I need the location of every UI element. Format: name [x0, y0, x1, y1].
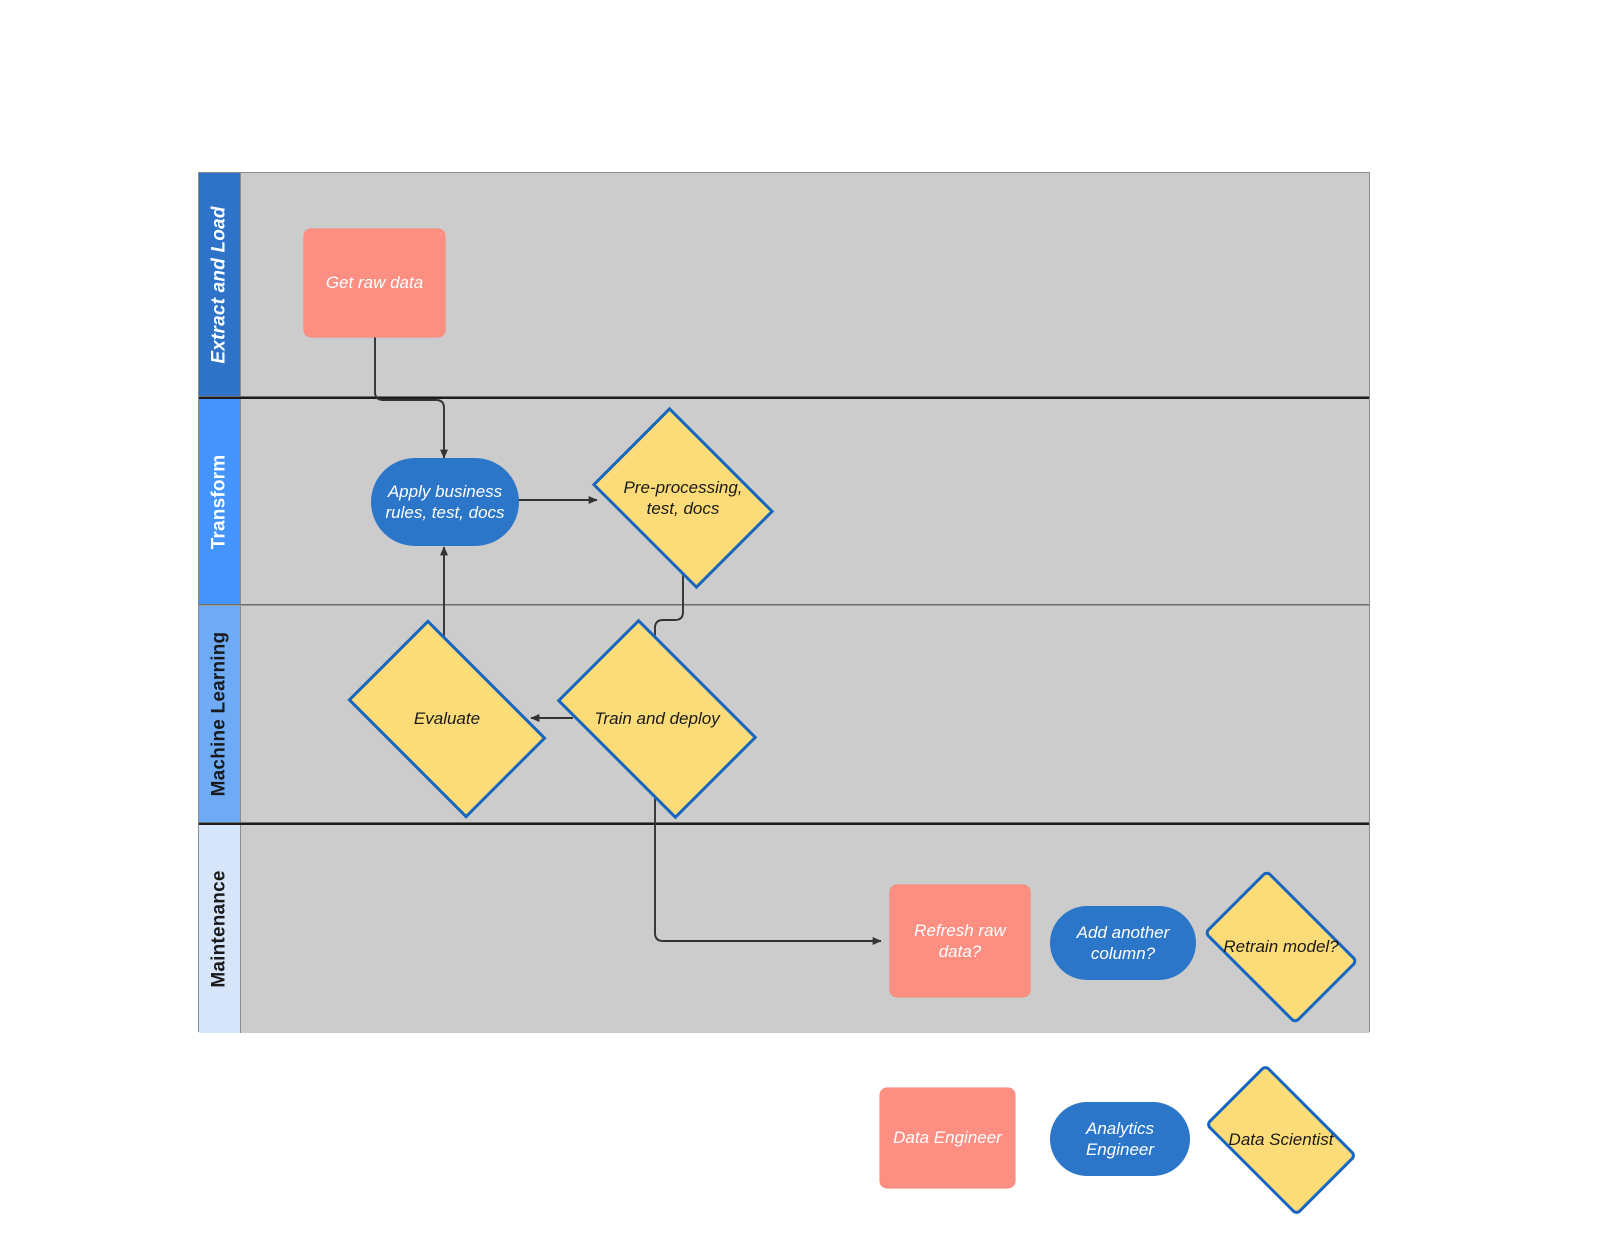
- legend-item-analytics-engineer[interactable]: Analytics Engineer: [1050, 1102, 1190, 1176]
- lane-header-extract-and-load: Extract and Load: [199, 173, 241, 396]
- lane-machine-learning: Machine Learning: [199, 605, 1369, 823]
- node-train-and-deploy[interactable]: Train and deploy: [556, 618, 758, 820]
- node-label-retrain-model: Retrain model?: [1223, 937, 1339, 957]
- node-apply-business-rules[interactable]: Apply business rules, test, docs: [371, 458, 519, 546]
- node-refresh-raw-data[interactable]: Refresh raw data?: [890, 885, 1030, 997]
- lane-header-maintenance: Maintenance: [199, 825, 241, 1033]
- lane-label-machine-learning: Machine Learning: [208, 631, 230, 797]
- legend-item-data-scientist[interactable]: Data Scientist: [1204, 1063, 1358, 1217]
- node-add-another-column[interactable]: Add another column?: [1050, 906, 1196, 980]
- node-label-train-and-deploy: Train and deploy: [594, 709, 720, 729]
- lane-label-extract-and-load: Extract and Load: [208, 205, 230, 364]
- lane-header-machine-learning: Machine Learning: [199, 606, 241, 822]
- node-evaluate[interactable]: Evaluate: [347, 619, 547, 819]
- legend-label-data-engineer: Data Engineer: [893, 1128, 1002, 1148]
- lane-label-maintenance: Maintenance: [208, 870, 230, 988]
- node-label-refresh-raw-data: Refresh raw data?: [914, 920, 1006, 961]
- node-label-get-raw-data: Get raw data: [325, 273, 424, 293]
- node-get-raw-data[interactable]: Get raw data: [304, 229, 445, 337]
- node-label-evaluate: Evaluate: [413, 709, 481, 729]
- node-label-add-another-column: Add another column?: [1076, 922, 1170, 963]
- node-pre-processing[interactable]: Pre-processing, test, docs: [591, 406, 775, 590]
- lane-body-maintenance: [241, 825, 1369, 1033]
- legend-item-data-engineer[interactable]: Data Engineer: [880, 1088, 1015, 1188]
- lane-label-transform: Transform: [208, 454, 230, 549]
- node-label-apply-business-rules: Apply business rules, test, docs: [385, 481, 505, 522]
- legend: Data Engineer Analytics Engineer Data Sc…: [880, 1063, 1360, 1217]
- node-label-pre-processing: Pre-processing, test, docs: [623, 477, 743, 518]
- lane-header-transform: Transform: [199, 399, 241, 604]
- legend-label-analytics-engineer: Analytics Engineer: [1085, 1118, 1155, 1159]
- legend-label-data-scientist: Data Scientist: [1228, 1130, 1334, 1150]
- node-retrain-model[interactable]: Retrain model?: [1203, 869, 1359, 1025]
